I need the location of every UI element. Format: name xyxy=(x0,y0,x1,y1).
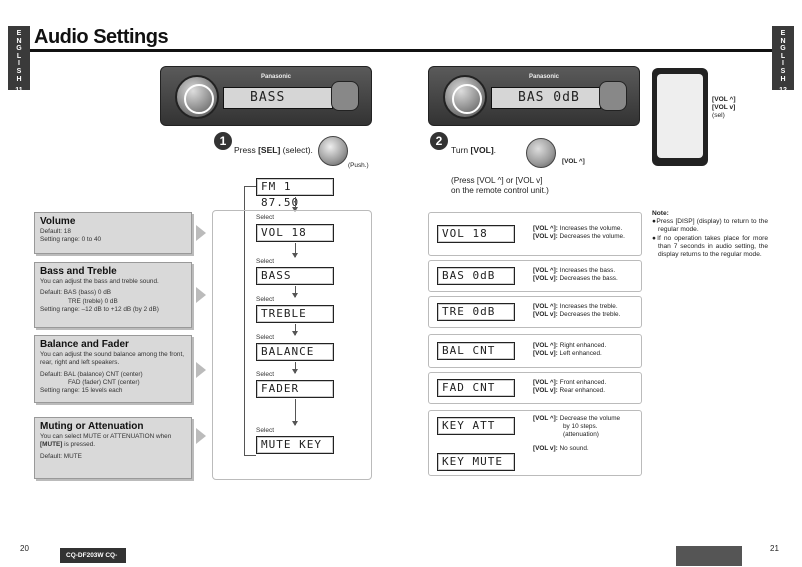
remote-labels: [VOL ^] [VOL v] (sel) xyxy=(712,96,736,119)
step-1-number: 1 xyxy=(214,132,232,150)
row-lcd-att: KEY ATT xyxy=(437,417,515,435)
model-label: CQ-DF203W CQ- xyxy=(60,548,126,563)
volume-knob xyxy=(443,75,487,119)
page-number-right: 21 xyxy=(770,544,779,553)
push-label: (Push.) xyxy=(348,162,369,169)
unit-buttons xyxy=(331,81,359,111)
head-unit-step2: Panasonic BAS 0dB xyxy=(428,66,640,126)
flow-return-line xyxy=(244,186,256,456)
remote-control xyxy=(652,68,708,166)
panel-bass-treble: Bass and Treble You can adjust the bass … xyxy=(34,262,192,328)
flow-lcd-fader: FADER xyxy=(256,380,334,398)
volume-knob xyxy=(175,75,219,119)
row-lcd-mute: KEY MUTE xyxy=(437,453,515,471)
vol-up-label: [VOL ^] xyxy=(562,158,585,165)
row-desc: [VOL ^]: Decrease the volume by 10 steps… xyxy=(533,415,621,452)
panel-pointer xyxy=(196,428,206,444)
step-1-text: Press [SEL] (select). xyxy=(234,145,313,155)
title-rule xyxy=(30,49,772,52)
select-label: Select xyxy=(256,427,275,434)
flow-lcd-bass: BASS xyxy=(256,267,334,285)
flow-arrow xyxy=(292,399,298,426)
select-label: Select xyxy=(256,296,275,303)
note-block: Note: ●Press [DISP] (display) to return … xyxy=(652,210,768,259)
row-lcd: BAL CNT xyxy=(437,342,515,360)
select-label: Select xyxy=(256,371,275,378)
flow-arrow xyxy=(292,286,298,298)
vol-dial-icon xyxy=(526,138,556,168)
flow-lcd-treble: TREBLE xyxy=(256,305,334,323)
flow-lcd-fm: FM 1 87.50 xyxy=(256,178,334,209)
page-number-left: 20 xyxy=(20,544,29,553)
remote-instruction: (Press [VOL ^] or [VOL v] on the remote … xyxy=(451,176,549,195)
step-2-number: 2 xyxy=(430,132,448,150)
row-desc: [VOL ^]: Increases the volume. [VOL v]: … xyxy=(533,225,625,240)
panel-muting: Muting or Attenuation You can select MUT… xyxy=(34,417,192,479)
row-volume: VOL 18 [VOL ^]: Increases the volume. [V… xyxy=(428,212,642,256)
note-item: ●Press [DISP] (display) to return to the… xyxy=(652,218,768,234)
panel-pointer xyxy=(196,287,206,303)
flow-arrow xyxy=(292,324,298,336)
panel-volume: Volume Default: 18 Setting range: 0 to 4… xyxy=(34,212,192,254)
row-lcd: TRE 0dB xyxy=(437,303,515,321)
flow-lcd-vol: VOL 18 xyxy=(256,224,334,242)
flow-box xyxy=(212,210,372,480)
flow-lcd-balance: BALANCE xyxy=(256,343,334,361)
brand-logo: Panasonic xyxy=(261,74,292,80)
flow-arrow xyxy=(292,243,298,258)
panel-pointer xyxy=(196,362,206,378)
select-label: Select xyxy=(256,334,275,341)
row-lcd: FAD CNT xyxy=(437,379,515,397)
note-item: ●If no operation takes place for more th… xyxy=(652,234,768,259)
row-lcd: BAS 0dB xyxy=(437,267,515,285)
row-mute-key: KEY ATT KEY MUTE [VOL ^]: Decrease the v… xyxy=(428,410,642,476)
row-lcd: VOL 18 xyxy=(437,225,515,243)
row-desc: [VOL ^]: Increases the bass. [VOL v]: De… xyxy=(533,267,618,282)
row-balance: BAL CNT [VOL ^]: Right enhanced. [VOL v]… xyxy=(428,334,642,368)
panel-pointer xyxy=(196,225,206,241)
sel-button-icon xyxy=(318,136,348,166)
row-fader: FAD CNT [VOL ^]: Front enhanced. [VOL v]… xyxy=(428,372,642,404)
row-desc: [VOL ^]: Front enhanced. [VOL v]: Rear e… xyxy=(533,379,607,394)
footer-block xyxy=(676,546,742,566)
page-title: Audio Settings xyxy=(34,26,169,48)
select-label: Select xyxy=(256,214,275,221)
row-desc: [VOL ^]: Right enhanced. [VOL v]: Left e… xyxy=(533,342,607,357)
flow-arrow xyxy=(292,197,298,212)
unit-buttons xyxy=(599,81,627,111)
row-treble: TRE 0dB [VOL ^]: Increases the treble. [… xyxy=(428,296,642,328)
unit-display: BAS 0dB xyxy=(491,87,601,109)
unit-display: BASS xyxy=(223,87,333,109)
brand-logo: Panasonic xyxy=(529,74,560,80)
select-label: Select xyxy=(256,258,275,265)
row-desc: [VOL ^]: Increases the treble. [VOL v]: … xyxy=(533,303,621,318)
flow-lcd-mute-key: MUTE KEY xyxy=(256,436,334,454)
step-2-text: Turn [VOL]. xyxy=(451,145,497,155)
remote-face xyxy=(657,74,703,158)
head-unit-step1: Panasonic BASS xyxy=(160,66,372,126)
panel-balance-fader: Balance and Fader You can adjust the sou… xyxy=(34,335,192,403)
row-bass: BAS 0dB [VOL ^]: Increases the bass. [VO… xyxy=(428,260,642,292)
flow-arrow xyxy=(292,362,298,374)
